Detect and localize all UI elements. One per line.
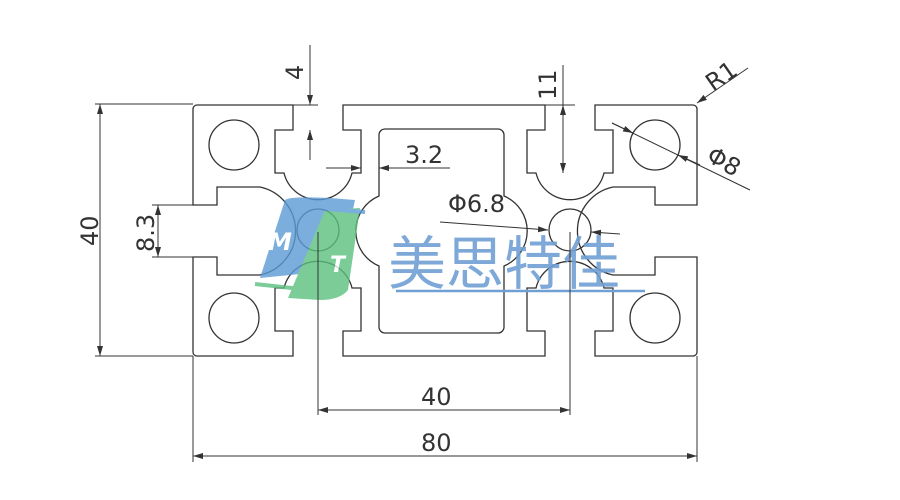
profile-outline (192, 104, 698, 357)
dim-width: 80 (421, 429, 452, 457)
svg-text:T: T (330, 253, 347, 278)
dim-bore-spacing: 40 (421, 383, 452, 411)
logo-watermark: M T (254, 197, 366, 300)
dim-height: 40 (76, 215, 104, 246)
brand-watermark: 美思特佳 (388, 230, 620, 298)
dim-corner-hole: Φ8 (702, 141, 746, 182)
corner-hole-bl (208, 292, 260, 344)
dim-wall-thickness: 3.2 (405, 141, 443, 169)
corner-hole-tr (629, 119, 681, 171)
svg-text:M: M (268, 228, 292, 256)
dim-slot-depth: 11 (534, 69, 562, 100)
dim-corner-radius: R1 (700, 56, 742, 97)
dim-slot-depth-top: 4 (281, 65, 309, 80)
corner-hole-tl (208, 119, 260, 171)
corner-hole-br (629, 292, 681, 344)
dim-center-bore: Φ6.8 (448, 190, 505, 218)
central-cavity (355, 128, 528, 334)
dim-side-slot-width: 8.3 (132, 214, 160, 252)
